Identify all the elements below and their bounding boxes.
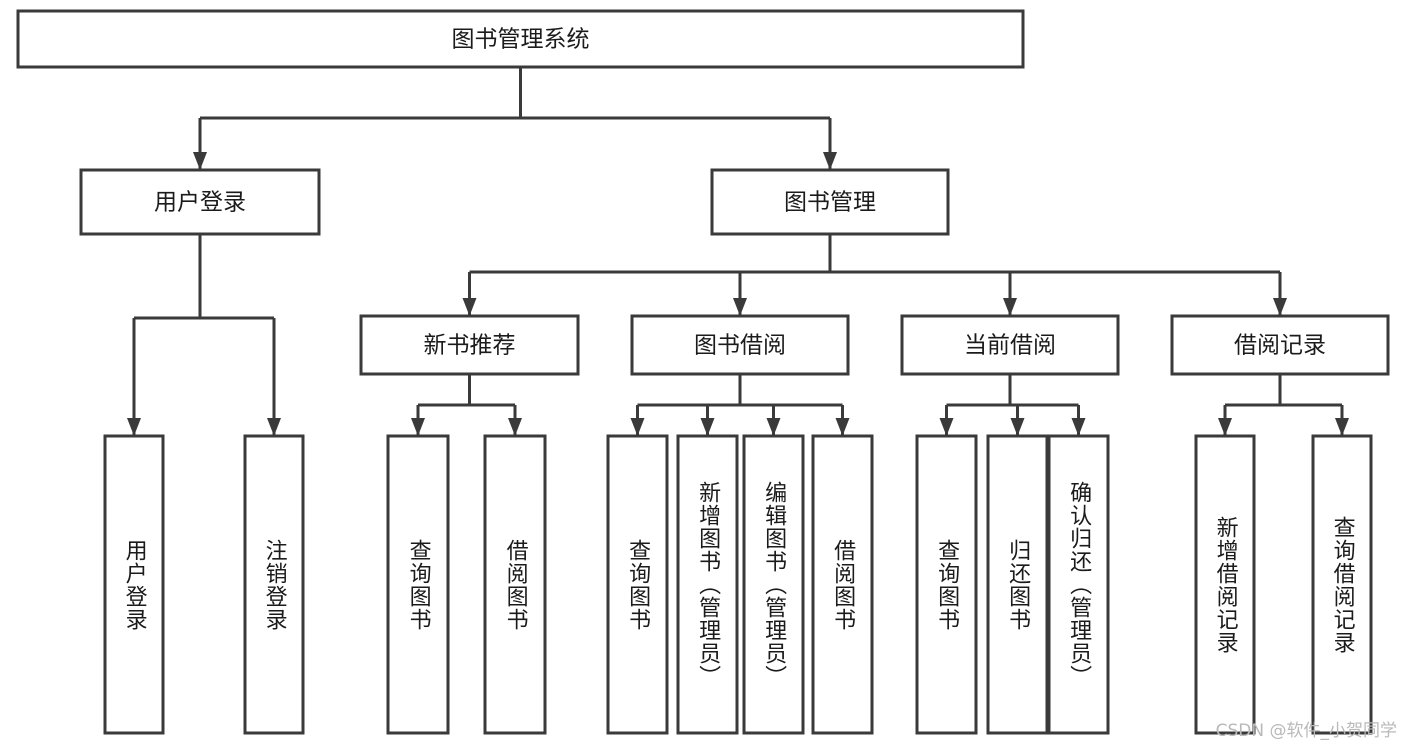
connector-layer xyxy=(127,67,1349,436)
watermark-text: CSDN @软件_小贺同学 xyxy=(1215,721,1397,741)
node-box-book-borrow[interactable] xyxy=(630,314,850,376)
node-box-cb-query-book[interactable] xyxy=(915,434,978,735)
node-box-nb-borrow-book[interactable] xyxy=(483,434,547,735)
node-label-user-login: 用户登录 xyxy=(154,190,246,216)
node-box-user-login-leaf[interactable] xyxy=(103,434,165,735)
node-label-new-book-recommend: 新书推荐 xyxy=(424,333,516,359)
node-box-layer xyxy=(16,9,1390,735)
node-box-br-add-record[interactable] xyxy=(1194,434,1256,735)
node-box-user-login[interactable] xyxy=(79,168,321,236)
node-label-root: 图书管理系统 xyxy=(452,27,590,53)
node-label-borrow-record: 借阅记录 xyxy=(1234,333,1326,359)
node-box-cb-confirm-return[interactable] xyxy=(1047,434,1110,735)
node-box-bb-borrow-book[interactable] xyxy=(811,434,874,735)
node-box-root[interactable] xyxy=(16,9,1025,69)
node-label-book-management: 图书管理 xyxy=(784,190,876,216)
node-box-current-borrow[interactable] xyxy=(900,314,1120,376)
node-label-current-borrow: 当前借阅 xyxy=(964,333,1056,359)
node-box-nb-query-book[interactable] xyxy=(386,434,450,735)
node-box-new-book-recommend[interactable] xyxy=(359,314,580,376)
node-box-bb-edit-book[interactable] xyxy=(742,434,805,735)
node-box-bb-add-book[interactable] xyxy=(676,434,739,735)
node-box-user-logout-leaf[interactable] xyxy=(243,434,305,735)
node-box-br-query-record[interactable] xyxy=(1311,434,1373,735)
node-box-book-management[interactable] xyxy=(710,168,950,236)
node-box-borrow-record[interactable] xyxy=(1170,314,1390,376)
node-box-bb-query-book[interactable] xyxy=(606,434,669,735)
node-label-book-borrow: 图书借阅 xyxy=(694,333,786,359)
node-box-cb-return-book[interactable] xyxy=(986,434,1049,735)
